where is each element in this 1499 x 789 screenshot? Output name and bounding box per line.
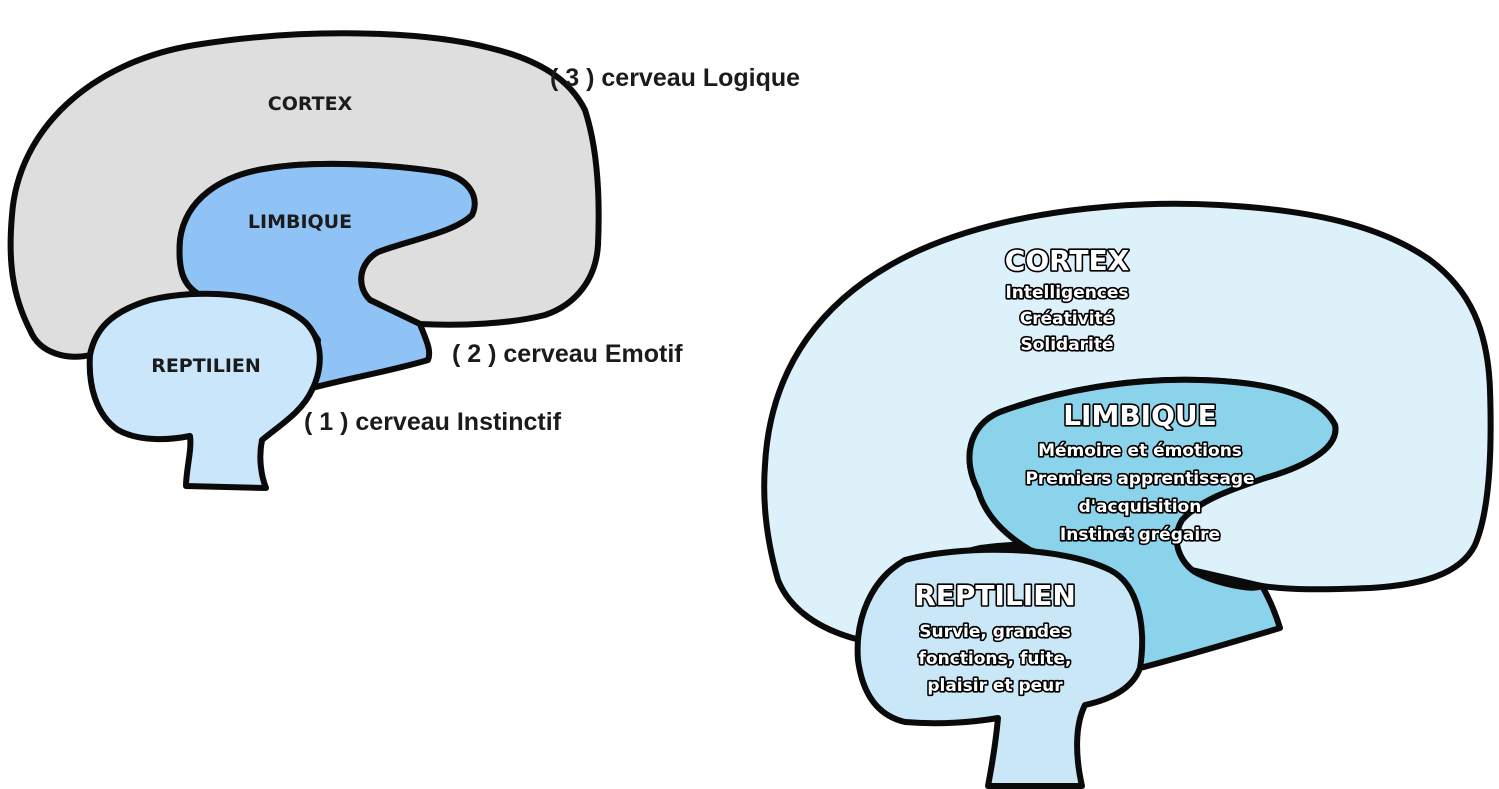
right-limbique-title: LIMBIQUE <box>1063 399 1217 432</box>
right-brain-diagram: CORTEX Intelligences Créativité Solidari… <box>764 204 1490 786</box>
right-reptilien-line-3: plaisir et peur <box>927 676 1063 696</box>
right-cortex-line-3: Solidarité <box>1020 335 1113 355</box>
callout-cerveau-emotif: ( 2 ) cerveau Emotif <box>452 340 683 368</box>
right-reptilien-title: REPTILIEN <box>914 579 1076 612</box>
left-cortex-label: CORTEX <box>268 93 353 115</box>
callout-cerveau-logique: ( 3 ) cerveau Logique <box>550 64 800 92</box>
right-cortex-line-2: Créativité <box>1020 309 1114 329</box>
left-limbique-label: LIMBIQUE <box>248 211 352 233</box>
right-limbique-line-1: Mémoire et émotions <box>1038 441 1242 461</box>
left-brain-diagram: CORTEX LIMBIQUE REPTILIEN ( 3 ) cerveau … <box>11 33 801 488</box>
right-reptilien-line-1: Survie, grandes <box>919 622 1071 642</box>
right-limbique-line-2: Premiers apprentissage <box>1025 469 1254 489</box>
right-limbique-line-4: Instinct grégaire <box>1060 525 1220 545</box>
right-cortex-line-1: Intelligences <box>1005 283 1128 303</box>
left-reptilien-region <box>90 294 320 488</box>
callout-cerveau-instinctif: ( 1 ) cerveau Instinctif <box>304 408 562 436</box>
left-reptilien-label: REPTILIEN <box>151 355 261 377</box>
right-reptilien-line-2: fonctions, fuite, <box>919 649 1072 669</box>
right-limbique-line-3: d'acquisition <box>1079 497 1202 517</box>
right-cortex-title: CORTEX <box>1005 244 1130 277</box>
